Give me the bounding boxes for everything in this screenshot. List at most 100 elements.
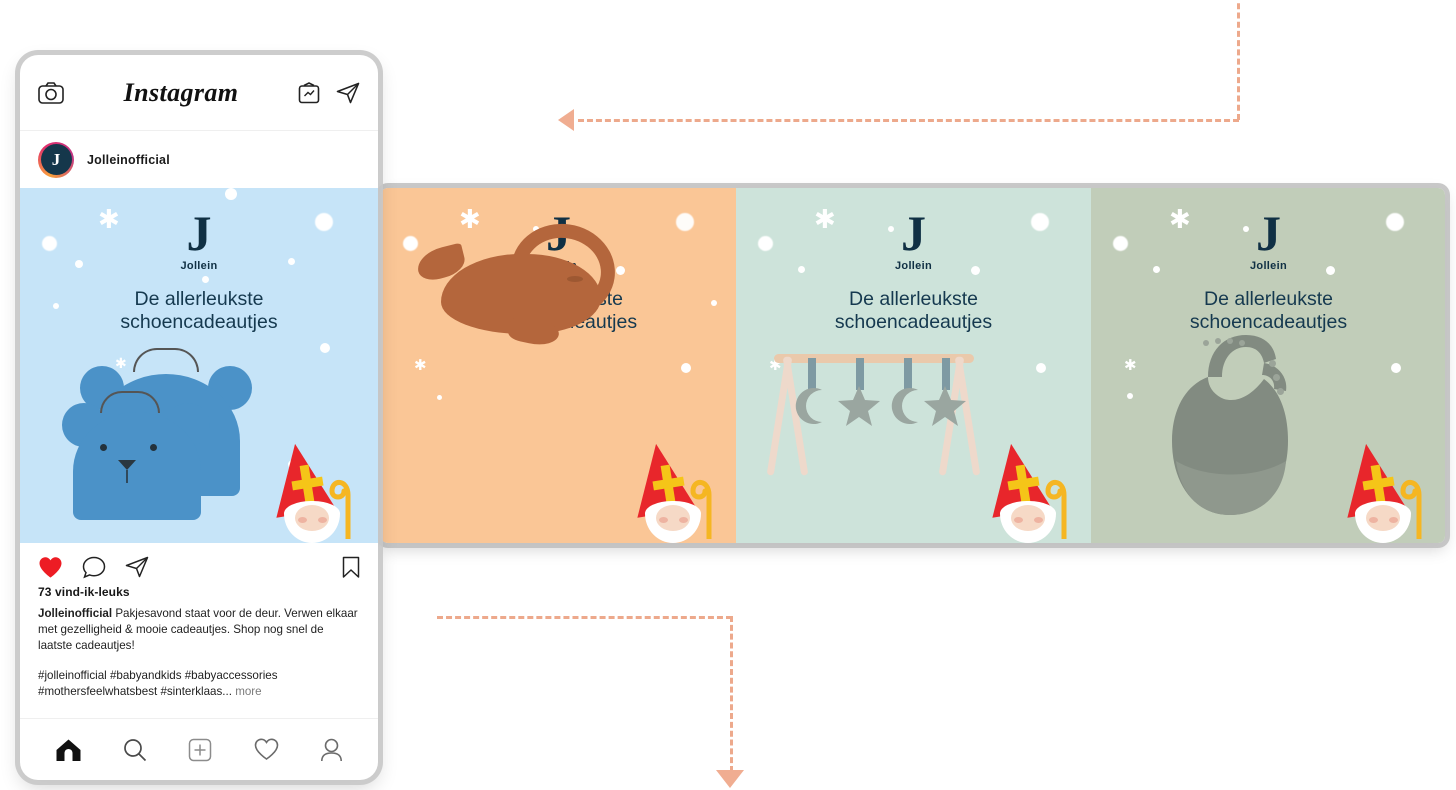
camera-icon[interactable]: [38, 81, 64, 104]
crosier-staff-icon: [690, 480, 712, 539]
crosier-staff-icon: [329, 480, 351, 539]
bib-shape: [1172, 335, 1288, 515]
add-post-icon[interactable]: [188, 738, 212, 762]
brand-lockup: J Jollein: [736, 205, 1091, 271]
arrow-top-head-icon: [558, 109, 574, 131]
account-username[interactable]: Jolleinofficial: [87, 152, 170, 167]
snowflake-icon: ✱: [459, 204, 481, 234]
snow-dot: [315, 213, 333, 231]
snow-dot: [971, 266, 980, 275]
snow-dot: [1127, 393, 1133, 399]
brand-mark-j: J: [1256, 205, 1281, 261]
sinterklaas-figure: [981, 439, 1076, 543]
snow-dot: [1243, 226, 1249, 232]
brand-name: Jollein: [180, 259, 218, 272]
headline-line-1: De allerleukste: [849, 288, 978, 310]
hashtag-text: #jolleinofficial #babyandkids #babyacces…: [38, 668, 278, 698]
snow-dot: [1031, 213, 1049, 231]
snowflake-icon: ✱: [115, 355, 127, 371]
caption-author[interactable]: Jolleinofficial: [38, 607, 113, 620]
profile-icon[interactable]: [320, 738, 343, 762]
campaign-cards-row: J Jollein De allerleukste schoencadeautj…: [381, 188, 1445, 543]
snowflake-icon: ✱: [1124, 357, 1137, 374]
brand-lockup: J Jollein: [20, 205, 378, 272]
sinterklaas-figure: [626, 439, 721, 543]
snow-dot: [653, 473, 660, 480]
search-icon[interactable]: [123, 738, 147, 762]
snow-dot: [798, 266, 805, 273]
snow-dot: [75, 260, 83, 268]
snowflake-icon: ✱: [98, 204, 120, 234]
activity-icon[interactable]: [254, 738, 279, 761]
sinterklaas-figure: [265, 439, 360, 543]
crosier-staff-icon: [1400, 480, 1422, 539]
like-count: 73 vind-ik-leuks: [38, 585, 130, 599]
bear-nose-icon: [118, 460, 136, 483]
comment-icon[interactable]: [82, 556, 106, 579]
snow-dot: [533, 226, 539, 232]
snow-dot: [288, 258, 295, 265]
card-headline: De allerleukste schoencadeautjes: [20, 288, 378, 335]
card-silicone-bib[interactable]: J Jollein De allerleukste schoencadeautj…: [1091, 188, 1445, 543]
brand-name: Jollein: [1250, 259, 1287, 272]
card-bear-basket[interactable]: J Jollein De allerleukste schoencadeautj…: [20, 188, 378, 543]
snow-dot: [681, 363, 691, 373]
arrow-bottom-head-icon: [716, 770, 744, 788]
snow-dot: [888, 226, 894, 232]
home-icon[interactable]: [55, 738, 82, 762]
snow-dot: [616, 266, 625, 275]
sinterklaas-figure: [1336, 439, 1431, 543]
arrow-bottom-horizontal: [437, 616, 732, 619]
moon-toy-icon: [891, 388, 918, 424]
headline-line-1: De allerleukste: [1204, 288, 1333, 310]
snow-dot: [1391, 363, 1401, 373]
snow-dot: [403, 236, 418, 251]
brand-mark-j: J: [546, 205, 571, 261]
like-icon[interactable]: [38, 556, 63, 579]
snow-dot: [202, 276, 209, 283]
send-icon[interactable]: [336, 82, 360, 104]
brand-mark-j: J: [186, 205, 212, 261]
more-link[interactable]: more: [231, 684, 262, 698]
brand-mark-j: J: [901, 205, 926, 261]
snow-dot: [676, 213, 694, 231]
avatar[interactable]: J: [38, 141, 74, 178]
snow-dot: [1326, 266, 1335, 275]
snowflake-icon: ✱: [414, 357, 427, 374]
snow-dot: [42, 236, 57, 251]
snow-dot: [225, 188, 237, 200]
snowflake-icon: ✱: [1169, 204, 1191, 234]
headline-line-1: De allerleukste: [134, 288, 264, 310]
arrow-bottom-vertical: [730, 616, 733, 772]
star-toy-icon: [924, 386, 966, 426]
instagram-wordmark: Instagram: [123, 77, 239, 107]
bottom-tabbar: [20, 718, 378, 780]
snow-dot: [1363, 473, 1370, 480]
snow-dot: [758, 236, 773, 251]
instagram-header: Instagram: [20, 55, 378, 130]
arrow-top-horizontal: [578, 119, 1239, 122]
post-account-bar[interactable]: J Jolleinofficial: [20, 130, 378, 188]
post-caption: Jolleinofficial Pakjesavond staat voor d…: [20, 599, 378, 654]
avatar-letter: J: [40, 144, 72, 175]
snow-dot: [711, 300, 717, 306]
bookmark-icon[interactable]: [342, 556, 360, 579]
moon-toy-icon: [795, 388, 822, 424]
card-headline: De allerleukste schoencadeautjes: [736, 288, 1091, 335]
card-whale-teether[interactable]: J Jollein De allerleukste schoencadeautj…: [381, 188, 736, 543]
share-icon[interactable]: [125, 556, 149, 578]
card-baby-gym[interactable]: J Jollein De allerleukste schoencadeautj…: [736, 188, 1091, 543]
snowflake-icon: ✱: [814, 204, 836, 234]
crosier-staff-icon: [1045, 480, 1067, 539]
snow-dot: [437, 395, 442, 400]
post-action-bar: [20, 543, 378, 585]
post-hashtags: #jolleinofficial #babyandkids #babyacces…: [20, 654, 378, 700]
snow-dot: [1113, 236, 1128, 251]
arrow-top-vertical: [1237, 0, 1240, 120]
caption-text: Pakjesavond staat voor de deur. Verwen e…: [38, 607, 358, 652]
igtv-icon[interactable]: [298, 81, 320, 104]
headline-line-2: schoencadeautjes: [120, 311, 278, 334]
card-headline: De allerleukste schoencadeautjes: [1091, 288, 1445, 335]
snow-dot: [1153, 266, 1160, 273]
